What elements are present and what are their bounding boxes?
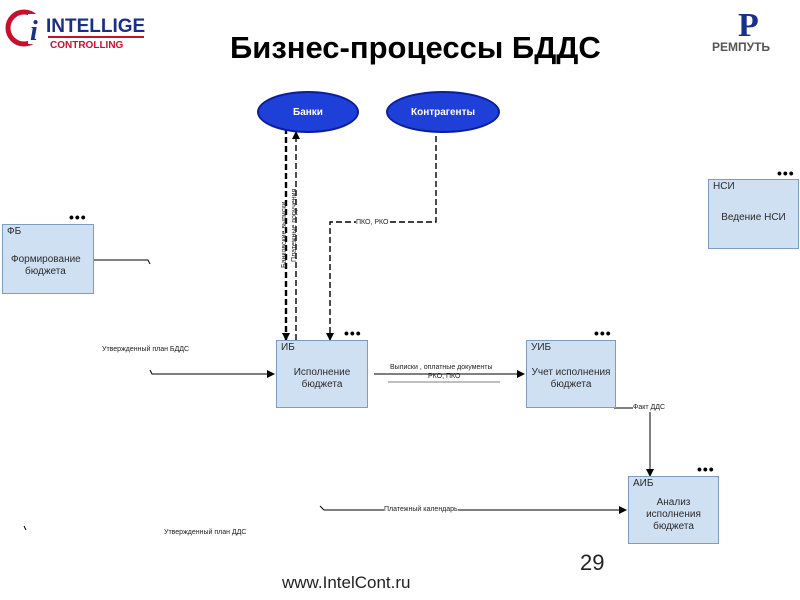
intelligent-controlling-logo: i INTELLIGENT CONTROLLING — [4, 6, 171, 52]
box-fb-dots: ••• — [69, 209, 87, 225]
flow-label-pko-rko: ПКО, РКО — [356, 219, 389, 227]
box-aib-label-2: исполнения — [646, 509, 701, 520]
oval-banks-label: Банки — [293, 106, 323, 118]
box-fb-code: ФБ — [7, 226, 22, 237]
box-nsi[interactable]: НСИ Ведение НСИ — [708, 179, 799, 249]
oval-counterparties-label: Контрагенты — [410, 106, 476, 118]
box-aib[interactable]: АИБ Анализ исполнения бюджета — [628, 476, 719, 544]
svg-text:i: i — [30, 16, 38, 47]
flow-label-statements-docs-2: РКО, ПКО — [428, 373, 461, 380]
flow-approved-bdds — [149, 369, 275, 378]
page-number: 29 — [580, 550, 605, 575]
oval-banks[interactable]: Банки — [257, 91, 359, 133]
flow-label-approved-bdds: Утвержденный план БДДС — [102, 346, 190, 353]
box-aib-code: АИБ — [633, 478, 654, 489]
box-ib-label-2: бюджета — [301, 379, 343, 390]
box-ib-label-1: Исполнение — [293, 367, 351, 378]
flow-label-approved-dds: Утвержденный план ДДС — [164, 529, 247, 536]
flow-label-statements-docs-1: Выписки , оплатные документы — [390, 364, 493, 371]
flow-label-payment-calendar: Платежный календарь — [384, 506, 458, 514]
box-aib-label-3: бюджета — [653, 521, 694, 532]
flow-pko-rko — [326, 136, 437, 341]
box-fb[interactable]: ФБ Формирование бюджета — [2, 224, 94, 294]
slide-title: Бизнес-процессы БДДС — [230, 30, 601, 65]
logo-right-text: РЕМПУТЬ — [712, 40, 770, 54]
remput-logo: P РЕМПУТЬ — [708, 4, 798, 58]
flow-label-payment-orders: Платежные поручения — [291, 188, 298, 262]
flow-label-fact-dds: Факт ДДС — [633, 404, 666, 412]
box-uib[interactable]: УИБ Учет исполнения бюджета — [526, 340, 616, 408]
box-uib-dots: ••• — [594, 325, 612, 341]
logo-line1: INTELLIGENT — [46, 16, 146, 37]
flow-label-bank-statements: Банковские выписки — [281, 201, 288, 268]
flow-payment-calendar — [319, 505, 627, 514]
logo-line2: CONTROLLING — [50, 40, 124, 51]
box-aib-dots: ••• — [697, 461, 715, 477]
box-nsi-code: НСИ — [713, 181, 735, 192]
box-fb-label-2: бюджета — [25, 266, 66, 277]
box-uib-label-1: Учет исполнения — [531, 367, 611, 378]
box-ib[interactable]: ИБ Исполнение бюджета — [276, 340, 368, 408]
footer-url[interactable]: www.IntelCont.ru — [282, 573, 411, 592]
box-uib-label-2: бюджета — [550, 379, 592, 390]
box-ib-code: ИБ — [281, 342, 295, 353]
box-fb-label-1: Формирование — [11, 254, 81, 265]
flow-fb-output — [94, 259, 151, 265]
oval-counterparties[interactable]: Контрагенты — [386, 91, 500, 133]
box-nsi-label-1: Ведение НСИ — [721, 212, 786, 223]
flow-stub-left — [23, 525, 27, 531]
box-uib-code: УИБ — [531, 342, 552, 353]
box-nsi-dots: ••• — [777, 165, 795, 181]
flow-fact-dds — [614, 407, 654, 477]
logo-right-letter: P — [738, 7, 759, 44]
box-ib-dots: ••• — [344, 325, 362, 341]
box-aib-label-1: Анализ — [656, 497, 691, 508]
